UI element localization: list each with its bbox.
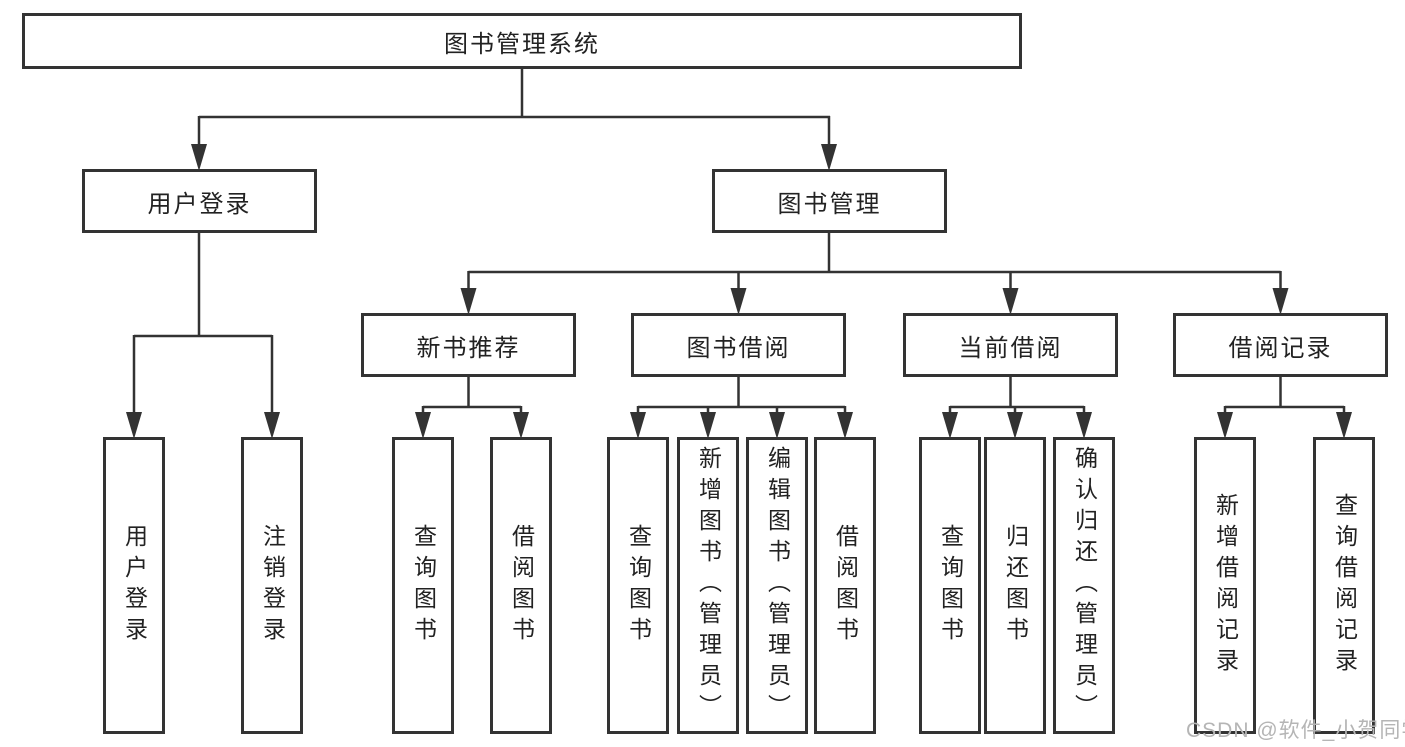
node-current-borrowing: 当前借阅: [903, 313, 1118, 377]
leaf-label: 编辑图书（管理员）: [764, 446, 791, 725]
node-library-management-system: 图书管理系统: [22, 13, 1022, 69]
node-borrowing-records: 借阅记录: [1173, 313, 1388, 377]
leaf-user-login: 用户登录: [103, 437, 165, 734]
leaf-query-books-current: 查询图书: [919, 437, 981, 734]
leaf-logout: 注销登录: [241, 437, 303, 734]
leaf-label: 用户登录: [121, 523, 148, 648]
node-label: 当前借阅: [958, 334, 1063, 362]
leaf-label: 查询图书: [625, 523, 652, 648]
node-label: 新书推荐: [416, 334, 521, 362]
node-book-borrowing: 图书借阅: [631, 313, 846, 377]
node-book-management: 图书管理: [712, 169, 947, 233]
leaf-confirm-return-admin: 确认归还（管理员）: [1053, 437, 1115, 734]
leaf-label: 查询图书: [937, 523, 964, 648]
leaf-query-borrow-record: 查询借阅记录: [1313, 437, 1375, 734]
leaf-edit-books-admin: 编辑图书（管理员）: [746, 437, 808, 734]
leaf-return-books: 归还图书: [984, 437, 1046, 734]
csdn-watermark: CSDN @软件_小贺同学: [1186, 719, 1405, 742]
node-user-login: 用户登录: [82, 169, 317, 233]
leaf-label: 新增图书（管理员）: [695, 446, 722, 725]
leaf-label: 确认归还（管理员）: [1071, 446, 1098, 725]
leaf-add-borrow-record: 新增借阅记录: [1194, 437, 1256, 734]
leaf-query-books-borrowing: 查询图书: [607, 437, 669, 734]
node-label: 图书管理系统: [444, 30, 600, 58]
node-label: 图书管理: [777, 190, 882, 218]
leaf-label: 新增借阅记录: [1212, 492, 1239, 679]
node-label: 借阅记录: [1228, 334, 1333, 362]
node-label: 用户登录: [147, 190, 252, 218]
leaf-label: 借阅图书: [832, 523, 859, 648]
leaf-borrow-books-newbooks: 借阅图书: [490, 437, 552, 734]
leaf-label: 借阅图书: [508, 523, 535, 648]
node-label: 图书借阅: [686, 334, 791, 362]
leaf-label: 归还图书: [1002, 523, 1029, 648]
leaf-add-books-admin: 新增图书（管理员）: [677, 437, 739, 734]
leaf-label: 查询借阅记录: [1331, 492, 1358, 679]
leaf-label: 查询图书: [410, 523, 437, 648]
leaf-borrow-books-borrowing: 借阅图书: [814, 437, 876, 734]
leaf-label: 注销登录: [259, 523, 286, 648]
leaf-query-books-newbooks: 查询图书: [392, 437, 454, 734]
node-new-book-recommendation: 新书推荐: [361, 313, 576, 377]
